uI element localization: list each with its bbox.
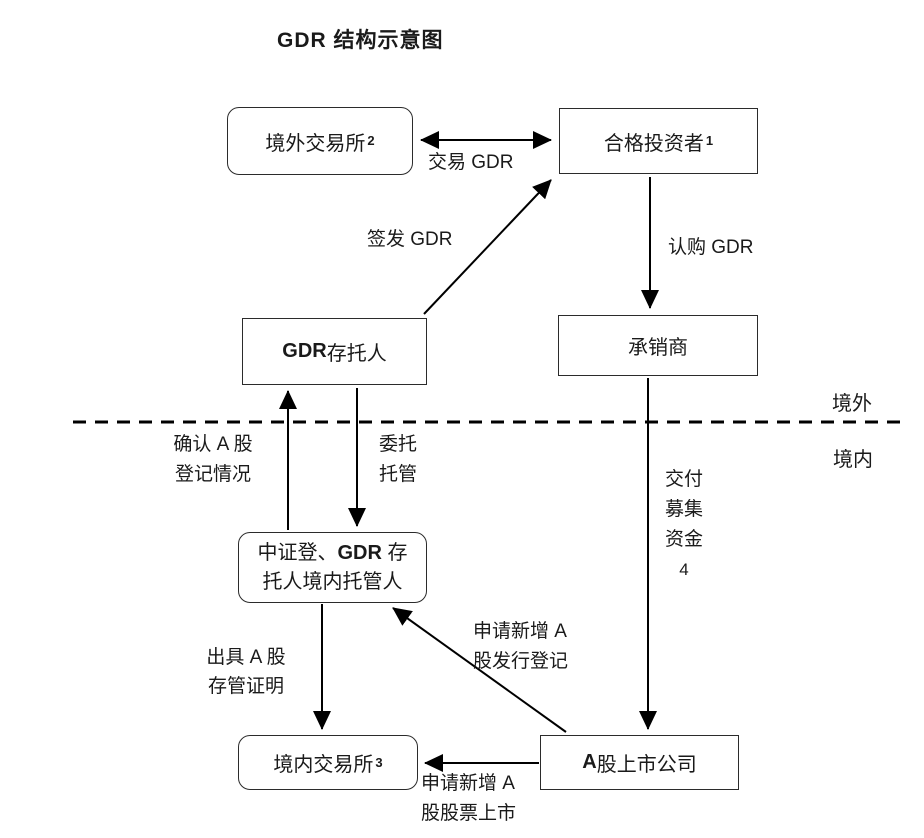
- apply-listing-line2: 股股票上市: [421, 803, 517, 824]
- deliver-funds-line1: 交付: [664, 469, 703, 490]
- node-underwriter-label: 承销商: [628, 337, 688, 359]
- region-label-overseas: 境外: [832, 393, 872, 415]
- node-csdc-custodian: 中证登、GDR 存 托人境内托管人: [238, 532, 427, 603]
- deliver-funds-footnote-4: 4: [679, 560, 689, 579]
- edge-label-confirm-registration: 确认 A 股 登记情况: [158, 430, 268, 490]
- issue-gdr-arrow: [423, 179, 552, 315]
- confirm-registration-line2: 登记情况: [174, 464, 251, 485]
- deliver-funds-line2: 募集: [664, 499, 703, 520]
- csdc-line1-post: 存: [381, 541, 408, 564]
- node-qualified-investor-label: 合格投资者: [603, 132, 704, 155]
- node-gdr-depositary-label: 存托人: [326, 343, 387, 365]
- apply-listing-line1: 申请新增 A: [421, 773, 515, 794]
- edge-label-deliver-funds: 交付 募集 资金 4: [658, 465, 710, 585]
- edge-label-subscribe-gdr: 认购 GDR: [668, 237, 754, 258]
- issue-certificate-line2: 存管证明: [207, 676, 284, 697]
- node-domestic-exchange-label: 境内交易所: [273, 754, 374, 776]
- node-gdr-depositary: GDR 存托人: [242, 318, 427, 385]
- entrust-custody-line1: 委托: [378, 434, 417, 455]
- csdc-line1-pre: 中证登、: [257, 541, 338, 564]
- node-underwriter: 承销商: [558, 315, 758, 376]
- node-a-share-company-label-bold: A: [582, 751, 597, 773]
- csdc-line1-bold: GDR: [337, 541, 382, 564]
- node-a-share-company-label: 股上市公司: [596, 754, 697, 776]
- region-label-domestic: 境内: [833, 449, 873, 471]
- entrust-custody-line2: 托管: [378, 464, 417, 485]
- apply-registration-line1: 申请新增 A: [473, 621, 567, 642]
- edge-label-trade-gdr: 交易 GDR: [428, 152, 514, 173]
- node-gdr-depositary-label-bold: GDR: [282, 340, 327, 362]
- node-a-share-company: A 股上市公司: [540, 735, 739, 790]
- node-csdc-custodian-line1: 中证登、GDR 存: [257, 539, 407, 568]
- issue-certificate-line1: 出具 A 股: [206, 647, 286, 668]
- node-overseas-exchange-label: 境外交易所: [265, 132, 366, 155]
- confirm-registration-line1: 确认 A 股: [173, 434, 253, 455]
- apply-registration-arrow: [392, 607, 567, 733]
- edge-label-apply-registration: 申请新增 A 股发行登记: [473, 617, 568, 677]
- edge-label-apply-listing: 申请新增 A 股股票上市: [421, 769, 516, 829]
- diagram-title: GDR 结构示意图: [277, 29, 444, 52]
- edge-label-issue-certificate: 出具 A 股 存管证明: [196, 643, 296, 701]
- node-csdc-custodian-line2: 托人境内托管人: [262, 570, 403, 593]
- edge-label-issue-gdr: 签发 GDR: [367, 229, 453, 250]
- deliver-funds-line3: 资金: [664, 529, 703, 550]
- edge-label-entrust-custody: 委托 托管: [372, 430, 424, 490]
- apply-registration-line2: 股发行登记: [473, 651, 569, 672]
